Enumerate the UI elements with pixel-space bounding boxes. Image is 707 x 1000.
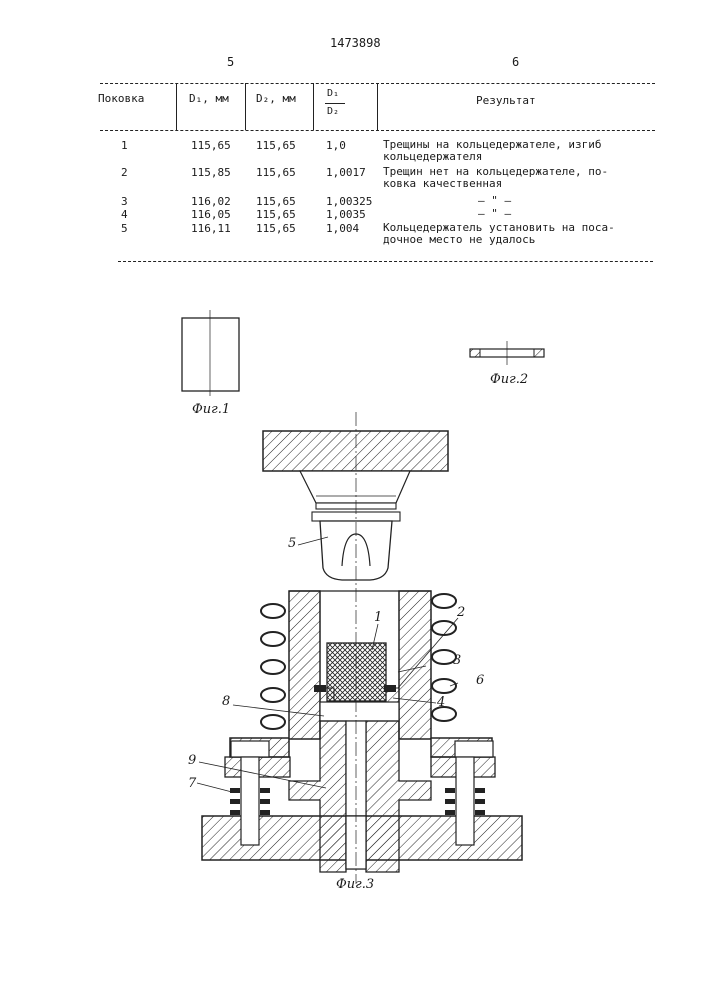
label-3: 3 xyxy=(453,653,461,668)
figure-2-caption: Фиг.2 xyxy=(490,372,528,387)
label-7: 7 xyxy=(188,776,196,791)
figure-1-blank xyxy=(182,310,239,396)
label-6: 6 xyxy=(476,673,484,688)
label-5: 5 xyxy=(288,536,296,551)
figure-3-caption: Фиг.3 xyxy=(336,877,374,892)
figure-3-die-assembly xyxy=(197,412,522,884)
label-4: 4 xyxy=(437,695,445,710)
figure-2-ring xyxy=(470,341,544,365)
label-8: 8 xyxy=(222,694,230,709)
label-1: 1 xyxy=(374,610,382,625)
label-9: 9 xyxy=(188,753,196,768)
label-2: 2 xyxy=(457,605,465,620)
figure-1-caption: Фиг.1 xyxy=(192,402,230,417)
